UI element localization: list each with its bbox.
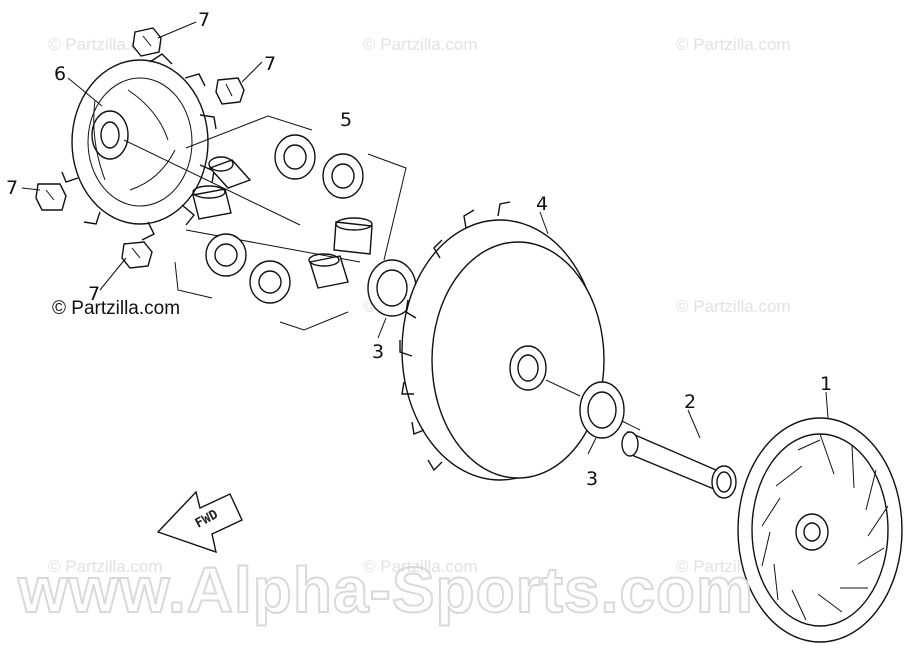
callout-1: 1 <box>820 373 832 395</box>
forward-direction-arrow: FWD <box>156 490 243 554</box>
part-7-slider-right <box>215 77 245 105</box>
callout-6: 6 <box>54 63 66 85</box>
roller <box>333 217 373 255</box>
callout-4: 4 <box>536 193 548 215</box>
callout-2: 2 <box>684 391 696 413</box>
watermark-partzilla-5: © Partzilla.com <box>676 297 791 316</box>
part-3-bearing-lower <box>579 381 625 439</box>
part-4-movable-face <box>399 201 605 481</box>
watermark-partzilla-2: © Partzilla.com <box>363 35 478 54</box>
roller <box>249 260 291 304</box>
axis-line <box>545 379 641 431</box>
callout-3-upper: 3 <box>372 341 384 363</box>
callout-7-right: 7 <box>264 53 276 75</box>
callout-7-top: 7 <box>198 9 210 31</box>
watermark-partzilla-3: © Partzilla.com <box>676 35 791 54</box>
part-3-bearing-upper <box>367 259 417 317</box>
roller <box>208 156 252 189</box>
roller <box>274 134 316 180</box>
part-6-ramp-plate <box>61 53 217 241</box>
roller-group-bracket <box>174 115 407 331</box>
part-7-slider-bottom <box>121 241 153 269</box>
roller <box>192 185 232 220</box>
callout-7-left: 7 <box>6 177 18 199</box>
roller <box>308 253 349 289</box>
part-1-fixed-face <box>737 417 903 643</box>
callout-5: 5 <box>340 109 352 131</box>
callout-leaders <box>21 21 829 455</box>
part-7-slider-left <box>35 183 67 211</box>
watermark-alpha-sports: www.Alpha-Sports.com <box>17 554 754 626</box>
leader-lines <box>123 139 361 263</box>
callout-3-lower: 3 <box>586 468 598 490</box>
watermark-partzilla-7: © Partzilla.com <box>363 557 478 576</box>
copyright-notice: © Partzilla.com <box>52 298 180 319</box>
part-2-sleeve <box>621 430 737 499</box>
watermark-partzilla-6: © Partzilla.com <box>48 557 163 576</box>
roller <box>205 233 247 277</box>
roller <box>322 153 364 199</box>
part-5-rollers <box>192 134 373 304</box>
part-7-slider-top <box>132 27 162 57</box>
callout-7-bottom: 7 <box>88 283 100 305</box>
